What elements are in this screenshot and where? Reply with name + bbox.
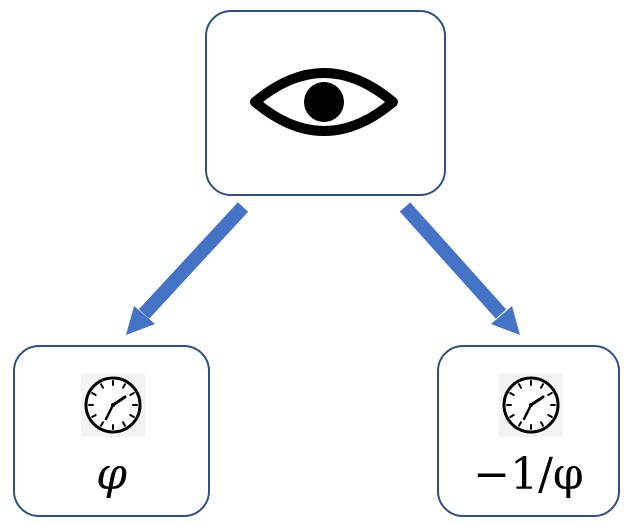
clock-icon xyxy=(499,373,563,437)
clock-icon xyxy=(81,373,145,437)
arrow-to-right-clock xyxy=(399,202,520,335)
clock-box-right: −1/φ xyxy=(437,345,620,517)
clock-box-left: φ xyxy=(13,345,210,517)
phase-label-right: −1/φ xyxy=(473,449,584,500)
eye-icon xyxy=(250,68,398,136)
phase-label-left: φ xyxy=(96,449,127,500)
arrow-to-left-clock xyxy=(126,202,249,335)
observer-box xyxy=(205,10,446,196)
